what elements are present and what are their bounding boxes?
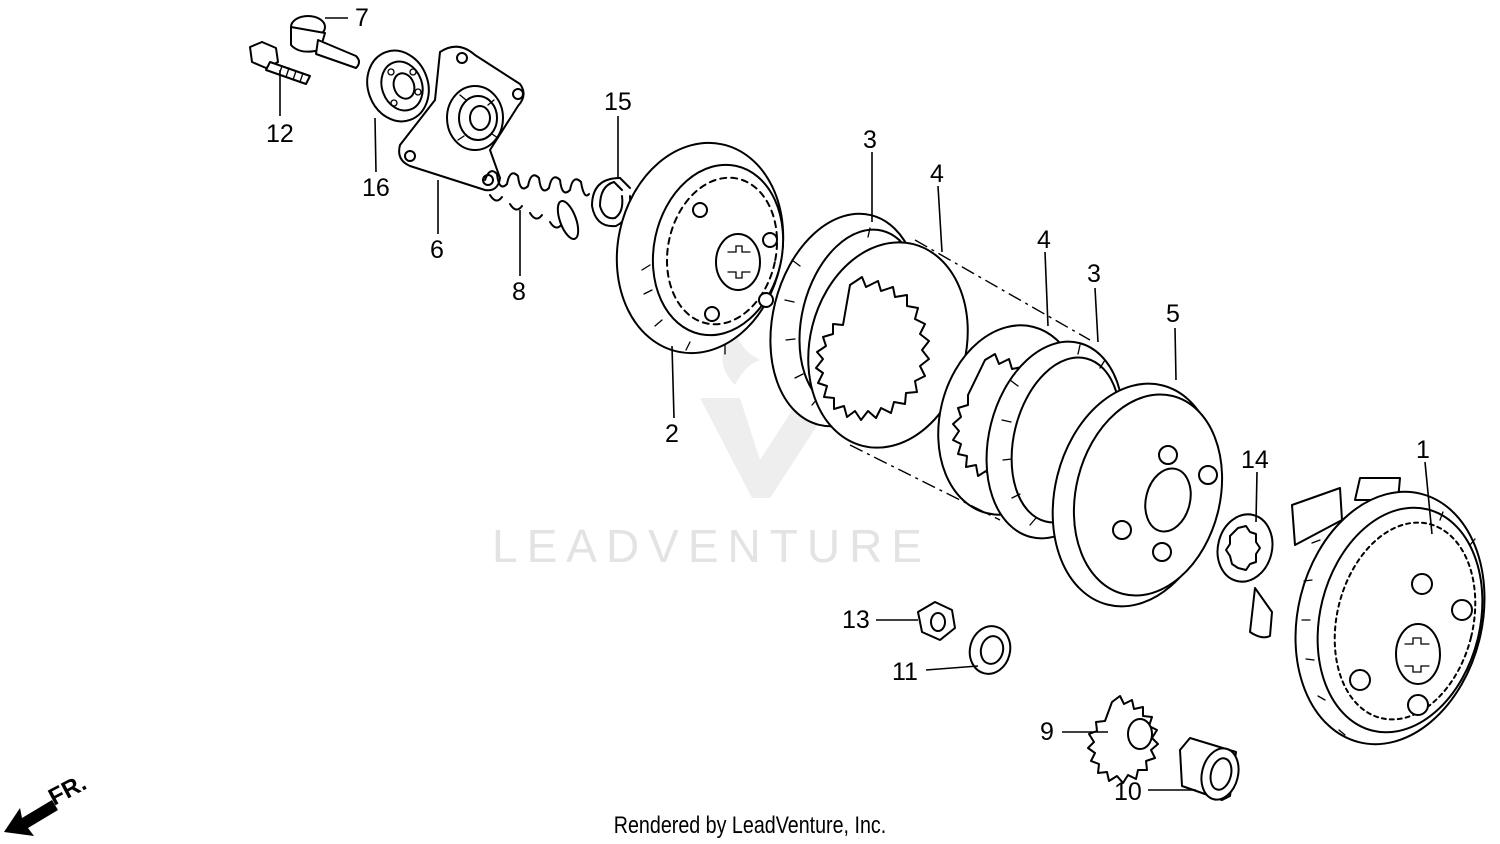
callout-8: 8 [512, 278, 526, 306]
alignment-line-bottom [849, 444, 1001, 521]
render-credit: Rendered by LeadVenture, Inc. [613, 812, 887, 839]
callout-1: 1 [1416, 436, 1430, 464]
callout-2: 2 [665, 420, 679, 448]
callout-3-lower: 3 [1087, 260, 1101, 288]
part-6-lifter-plate[interactable] [398, 45, 525, 192]
callout-12: 12 [266, 120, 294, 148]
callout-14: 14 [1241, 446, 1269, 474]
callout-5: 5 [1166, 300, 1180, 328]
part-11-washer[interactable] [965, 622, 1015, 678]
part-8-spring[interactable] [484, 170, 590, 241]
part-2-drive-plate[interactable] [598, 127, 802, 368]
part-14-lock-washer[interactable] [1211, 508, 1280, 587]
part-5-pressure-plate[interactable] [1030, 366, 1242, 624]
callout-3-upper: 3 [863, 126, 877, 154]
part-1-clutch-outer[interactable] [1249, 472, 1500, 765]
watermark-text: LEADVENTURE [492, 520, 931, 572]
callout-6: 6 [430, 236, 444, 264]
callout-10: 10 [1114, 778, 1142, 806]
front-direction-arrow: FR. [4, 769, 91, 836]
callout-4-lower: 4 [1037, 226, 1051, 254]
part-10-bushing[interactable] [1179, 737, 1244, 804]
callout-4-upper: 4 [930, 160, 944, 188]
callout-7: 7 [355, 4, 369, 32]
part-7-pin[interactable] [290, 15, 360, 69]
callout-13: 13 [842, 606, 870, 634]
callout-9: 9 [1040, 718, 1054, 746]
callout-15: 15 [604, 88, 632, 116]
watermark-logo [700, 330, 835, 498]
part-16-bearing[interactable] [357, 42, 438, 130]
alignment-line-top [914, 239, 1091, 341]
callout-11: 11 [892, 658, 918, 686]
part-13-nut[interactable] [917, 601, 956, 641]
callout-16: 16 [362, 174, 390, 202]
part-9-gear[interactable] [1087, 695, 1159, 784]
leader-lines [279, 17, 1433, 791]
